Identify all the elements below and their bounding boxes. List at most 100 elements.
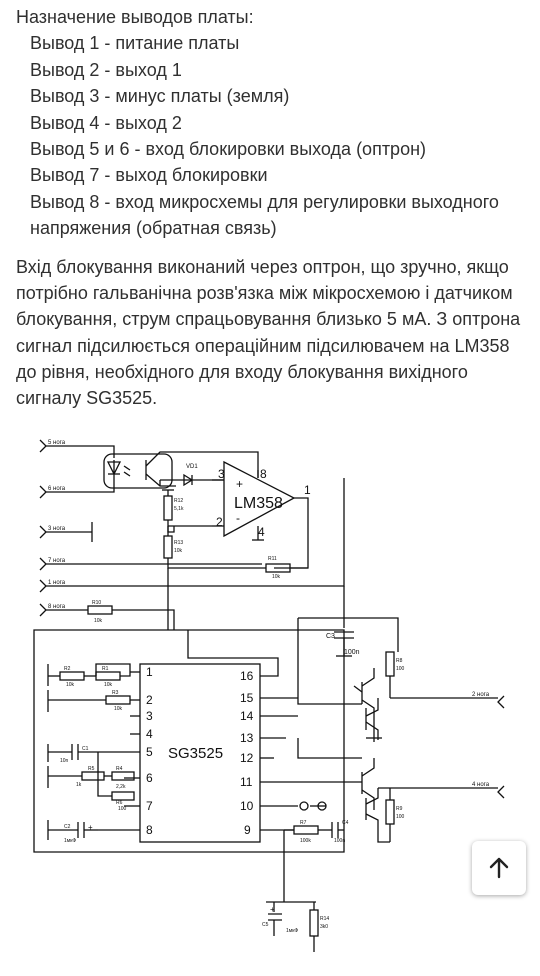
r2-label: R2 xyxy=(64,666,71,672)
opamp-pin-1: 1 xyxy=(304,483,311,497)
leg-arrow-7 xyxy=(39,557,47,571)
r10-value: 10k xyxy=(94,618,103,624)
resistor-r13 xyxy=(163,535,173,559)
resistor-r7 xyxy=(293,825,319,835)
opamp-plus: + xyxy=(236,477,243,491)
c4-value: 100n xyxy=(334,838,345,844)
resistor-r1 xyxy=(95,671,121,681)
r12-value: 5,1k xyxy=(174,506,184,512)
circuit-schematic: 5 нога 6 нога 3 нога 7 нога 1 нога 8 ног… xyxy=(33,439,505,952)
optocoupler xyxy=(103,453,173,489)
pin-line-4: Вывод 4 - выход 2 xyxy=(30,112,182,133)
leg-arrow-6 xyxy=(39,485,47,499)
resistor-r2 xyxy=(59,671,85,681)
opamp-minus: - xyxy=(236,511,240,525)
r13-label: R13 xyxy=(174,540,183,546)
r8-value: 100 xyxy=(396,666,405,672)
leg-arrow-4 xyxy=(497,785,505,799)
c2-label: C2 xyxy=(64,824,71,830)
opamp-label: LM358 xyxy=(234,495,283,512)
ic-pin-6: 6 xyxy=(146,771,153,785)
resistor-r9 xyxy=(385,799,395,825)
leg-label-7: 7 нога xyxy=(48,558,66,564)
c5-plus: + xyxy=(270,905,275,914)
r4-value: 2,2k xyxy=(116,784,126,790)
ic-pin-11: 11 xyxy=(240,775,253,789)
r14-value: 3k0 xyxy=(320,924,328,930)
resistor-r10 xyxy=(87,605,113,615)
ic-pin-3: 3 xyxy=(146,709,153,723)
c2-plus: + xyxy=(88,823,93,832)
r1-label: R1 xyxy=(102,666,109,672)
ic-pin-5: 5 xyxy=(146,745,153,759)
pin-line-2: Вывод 2 - выход 1 xyxy=(30,59,182,80)
leg-arrow-2 xyxy=(497,695,505,709)
r3-value: 10k xyxy=(114,706,123,712)
resistor-r14 xyxy=(309,909,319,937)
c3-value: 100n xyxy=(344,649,360,656)
opamp-pin-2: 2 xyxy=(216,515,223,529)
r11-label: R11 xyxy=(268,556,277,562)
r1-value: 10k xyxy=(104,682,113,688)
c1-label: C1 xyxy=(82,746,89,752)
resistor-r12 xyxy=(163,495,173,521)
leg-label-1: 1 нога xyxy=(48,580,66,586)
pin-line-1: Вывод 1 - питание платы xyxy=(30,33,240,54)
opamp-lm358 xyxy=(223,460,296,538)
r7-value: 100k xyxy=(300,838,311,844)
resistor-r4 xyxy=(111,771,135,781)
r12-label: R12 xyxy=(174,498,183,504)
r4-label: R4 xyxy=(116,766,123,772)
ic-pin-9: 9 xyxy=(244,823,251,837)
ic-pin-16: 16 xyxy=(240,669,254,683)
ic-pin-2: 2 xyxy=(146,693,153,707)
ic-pin-10: 10 xyxy=(240,799,254,813)
r6-label: R6 xyxy=(116,800,123,806)
resistor-r5 xyxy=(81,771,105,781)
r9-label: R9 xyxy=(396,806,403,812)
leg-label-2: 2 нога xyxy=(472,692,490,698)
ic-sg3525 xyxy=(139,663,261,843)
r5-value: 1k xyxy=(76,782,82,788)
resistor-r3 xyxy=(105,695,131,705)
ic-pin-7: 7 xyxy=(146,799,153,813)
r10-label: R10 xyxy=(92,600,101,606)
pinout-section: Назначение выводов платы: Вывод 1 - пита… xyxy=(16,4,536,242)
r9-value: 100 xyxy=(396,814,405,820)
opamp-pin-3: 3 xyxy=(218,467,225,481)
leg-arrow-5 xyxy=(39,439,47,453)
diode-label: VD1 xyxy=(186,464,198,470)
r5-label: R5 xyxy=(88,766,95,772)
opamp-pin-4: 4 xyxy=(258,525,265,539)
r6-value: 100 xyxy=(118,806,127,812)
leg-arrow-1 xyxy=(39,579,47,593)
ic-pin-1: 1 xyxy=(146,665,153,679)
c2-value: 1мкФ xyxy=(64,838,76,844)
pin-line-8: Вывод 8 - вход микросхемы для регулировк… xyxy=(30,191,499,239)
ic-pin-14: 14 xyxy=(240,709,254,723)
leg-label-6: 6 нога xyxy=(48,486,66,492)
leg-arrow-3 xyxy=(39,525,47,539)
scroll-top-button[interactable] xyxy=(472,841,526,895)
resistor-r8 xyxy=(385,651,395,677)
leg-label-5: 5 нога xyxy=(48,440,66,446)
r3-label: R3 xyxy=(112,690,119,696)
leg-arrow-8 xyxy=(39,603,47,617)
ic-pin-12: 12 xyxy=(240,751,254,765)
c5-label: C5 xyxy=(262,922,269,928)
r2-value: 10k xyxy=(66,682,75,688)
pin-line-3: Вывод 3 - минус платы (земля) xyxy=(30,86,290,107)
ic-pin-4: 4 xyxy=(146,727,153,741)
pin-line-7: Вывод 7 - выход блокировки xyxy=(30,165,268,186)
ic-pin-15: 15 xyxy=(240,691,254,705)
resistor-r6 xyxy=(111,791,135,801)
r11-value: 10k xyxy=(272,574,281,580)
leg-label-3: 3 нога xyxy=(48,526,66,532)
c3-label: C3 xyxy=(326,633,335,640)
pin-line-5-6: Вывод 5 и 6 - вход блокировки выхода (оп… xyxy=(30,139,427,160)
ic-label: SG3525 xyxy=(168,745,223,762)
leg-label-4: 4 нога xyxy=(472,782,490,788)
arrow-up-icon xyxy=(489,857,509,879)
r14-label: R14 xyxy=(320,916,329,922)
c4-label: C4 xyxy=(342,820,349,826)
